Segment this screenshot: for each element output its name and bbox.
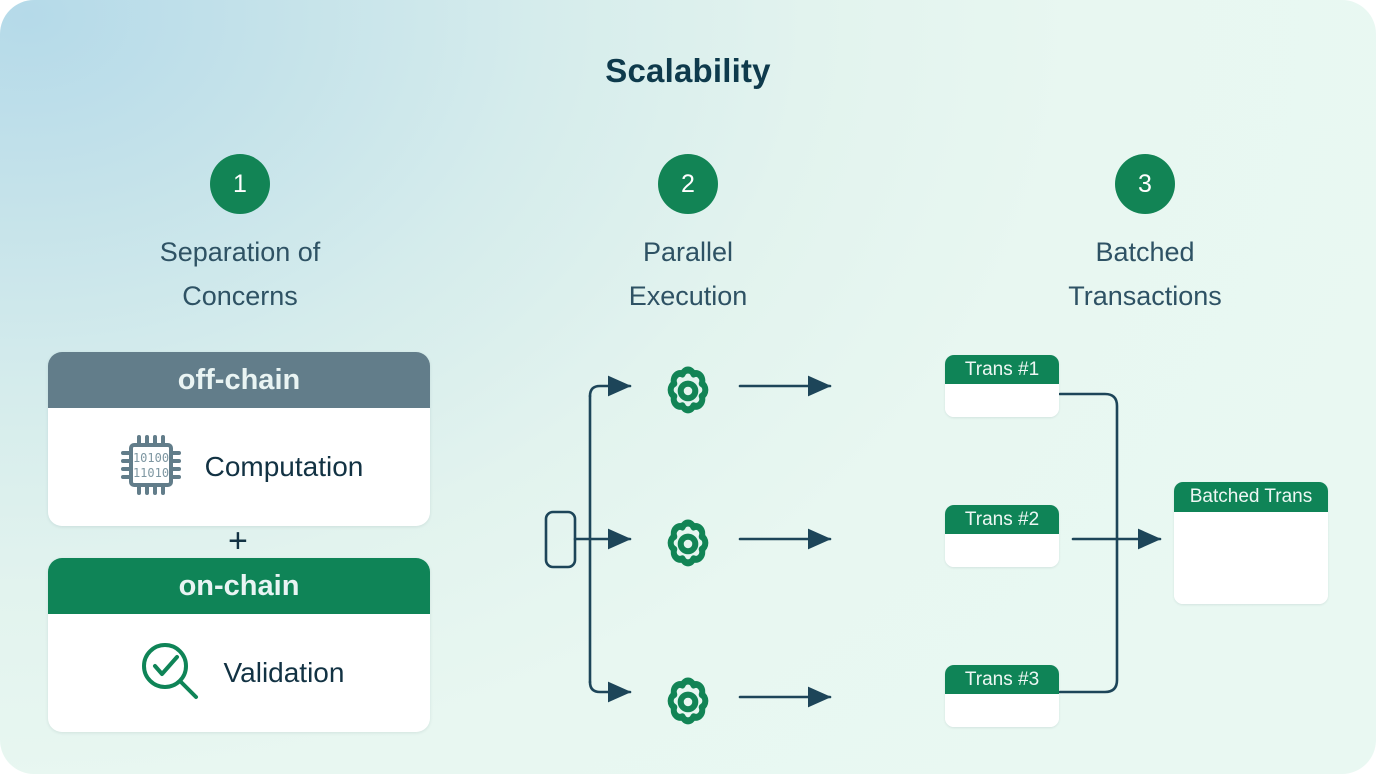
onchain-card-header: on-chain	[48, 558, 430, 614]
transaction-box-2: Trans #2	[945, 505, 1059, 567]
plus-separator: +	[228, 522, 248, 560]
offchain-card-header: off-chain	[48, 352, 430, 408]
step-number-badge-2: 2	[658, 154, 718, 214]
column-label-2: Parallel Execution	[628, 237, 748, 311]
transaction-box-3-body	[945, 694, 1059, 727]
batched-transaction-box: Batched Trans	[1174, 482, 1328, 604]
transaction-box-3-label: Trans #3	[945, 665, 1059, 694]
column-header-1: 1 Separation of Concerns	[140, 154, 340, 318]
gear-1-icon	[655, 353, 721, 419]
magnifier-check-icon	[134, 635, 206, 712]
gear-2-icon	[655, 506, 721, 572]
transaction-box-2-label: Trans #2	[945, 505, 1059, 534]
chip-bits-bottom: 11010	[133, 466, 169, 480]
column-label-3: Batched Transactions	[1068, 237, 1222, 311]
transaction-box-1-label: Trans #1	[945, 355, 1059, 384]
branch-node	[544, 510, 577, 569]
offchain-card: off-chain	[48, 352, 430, 526]
gear-3-icon	[655, 664, 721, 730]
step-number-badge-3: 3	[1115, 154, 1175, 214]
page-title: Scalability	[605, 52, 771, 89]
onchain-card-body: Validation	[48, 614, 430, 732]
step-number-badge-1: 1	[210, 154, 270, 214]
offchain-item-label: Computation	[204, 451, 364, 482]
chip-bits-top: 10100	[133, 451, 169, 465]
transaction-box-1-body	[945, 384, 1059, 417]
batched-transaction-label: Batched Trans	[1174, 482, 1328, 512]
batched-transaction-body	[1174, 512, 1328, 604]
cpu-chip-icon: 10100 11010	[115, 429, 187, 506]
offchain-card-body: 10100 11010 Computation	[48, 408, 430, 526]
column-header-3: 3 Batched Transactions	[1045, 154, 1245, 318]
transaction-box-1: Trans #1	[945, 355, 1059, 417]
column-header-2: 2 Parallel Execution	[588, 154, 788, 318]
column-label-1: Separation of Concerns	[159, 237, 321, 311]
onchain-item-label: Validation	[223, 657, 345, 688]
transaction-box-3: Trans #3	[945, 665, 1059, 727]
onchain-card: on-chain Validation	[48, 558, 430, 732]
transaction-box-2-body	[945, 534, 1059, 567]
